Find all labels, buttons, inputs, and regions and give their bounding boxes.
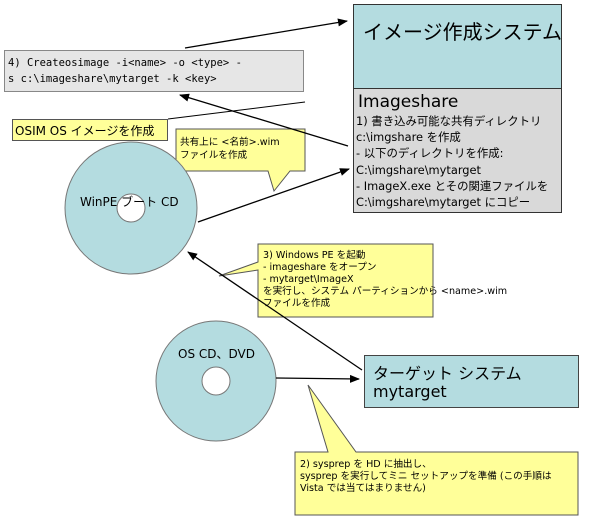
target-system-title: ターゲット システム [373, 364, 522, 383]
image-creation-system-title: イメージ作成システム [363, 20, 562, 44]
winpe-note-text: 3) Windows PE を起動 - imageshare をオープン - m… [263, 250, 507, 310]
osim-callout-text: OSIM OS イメージを作成 [15, 124, 155, 138]
winpe-note-line: を実行し、システム パーティションから <name>.wim [263, 286, 508, 297]
sysprep-note-line: 2) sysprep を HD に抽出し、 [300, 459, 432, 470]
share-note-text: 共有上に <名前>.wim ファイルを作成 [180, 136, 280, 162]
sysprep-note-callout [294, 384, 579, 516]
imageshare-step-line: 1) 書き込み可能な共有ディレクトリ [356, 114, 542, 128]
target-system-name: mytarget [373, 382, 447, 401]
share-note-line-1: 共有上に <名前>.wim [180, 137, 280, 148]
command-line-1: 4) Createosimage -i<name> -o <type> - [8, 57, 242, 69]
sysprep-note-text: 2) sysprep を HD に抽出し、 sysprep を実行してミニ セッ… [300, 459, 552, 495]
imageshare-step-line: - ImageX.exe とその関連ファイルを [356, 178, 549, 193]
command-box [4, 50, 304, 92]
arrow-share-to-command [179, 93, 349, 147]
share-note-callout [175, 128, 306, 193]
arrow-target-to-winpe [187, 251, 363, 371]
arrow-winpe-to-share [197, 168, 350, 223]
target-system-box [364, 355, 579, 408]
winpe-note-callout [218, 243, 434, 318]
os-disc-label: OS CD、DVD [178, 347, 255, 361]
imageshare-step-line: C:\imgshare\mytarget [356, 162, 482, 177]
sysprep-note-line: Vista では当てはまりません) [300, 483, 426, 494]
winpe-note-line: 3) Windows PE を起動 [263, 250, 366, 261]
winpe-disc-label: WinPE ブート CD [80, 195, 179, 209]
imageshare-step-line: C:\imgshare\mytarget にコピー [356, 195, 531, 210]
arrow-command-to-system [184, 18, 348, 49]
osim-callout-box [12, 119, 168, 141]
sysprep-note-line: sysprep を実行してミニ セットアップを準備 (この手順は [300, 471, 552, 482]
imageshare-box [353, 88, 562, 213]
imageshare-step-line: c:\imgshare を作成 [356, 130, 461, 145]
image-creation-system-box [353, 4, 562, 90]
command-text: 4) Createosimage -i<name> -o <type> - s … [8, 55, 242, 87]
imageshare-steps: 1) 書き込み可能な共有ディレクトリ c:\imgshare を作成 - 以下の… [356, 113, 548, 210]
line-osim-to-command [167, 101, 306, 120]
command-line-2: s c:\imageshare\mytarget -k <key> [8, 73, 217, 85]
winpe-note-line: - imageshare をオープン [263, 262, 377, 273]
arrow-os-disc-to-target [275, 374, 360, 383]
imageshare-step-line: - 以下のディレクトリを作成: [356, 146, 504, 161]
winpe-note-line: ファイルを作成 [263, 298, 331, 309]
winpe-disc [64, 141, 198, 275]
imageshare-title: Imageshare [358, 92, 459, 112]
os-disc [155, 320, 277, 442]
winpe-note-line: - mytarget\ImageX [263, 274, 354, 285]
share-note-line-2: ファイルを作成 [180, 150, 248, 161]
